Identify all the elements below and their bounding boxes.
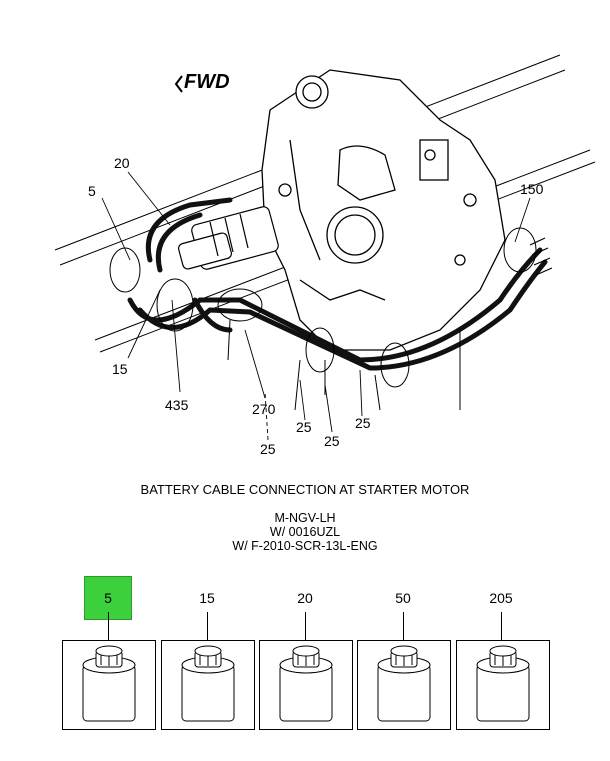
cable-terminals xyxy=(529,237,553,276)
callout-5: 5 xyxy=(88,183,96,199)
kit-box-50[interactable] xyxy=(357,640,451,730)
callout-20: 20 xyxy=(114,155,130,171)
starter-motor xyxy=(178,206,279,270)
condition-3: W/ F-2010-SCR-13L-ENG xyxy=(232,539,378,553)
fwd-indicator: FWD xyxy=(174,71,230,93)
kit-stem xyxy=(207,612,208,640)
kit-stem xyxy=(403,612,404,640)
fwd-label: FWD xyxy=(184,71,230,93)
sealant-can-icon xyxy=(476,645,530,722)
condition-2: W/ 0016UZL xyxy=(269,525,341,539)
starter-motor-diagram: FWD xyxy=(54,54,596,457)
flywheel-housing xyxy=(261,69,506,351)
callout-270: 270 xyxy=(252,401,276,417)
sealant-can-icon xyxy=(377,645,431,722)
kit-label-205[interactable]: 205 xyxy=(489,590,513,606)
kit-label-15[interactable]: 15 xyxy=(199,590,215,606)
callout-25-d: 25 xyxy=(355,415,371,431)
kit-box-5[interactable] xyxy=(62,640,156,730)
kit-box-20[interactable] xyxy=(259,640,353,730)
callout-15: 15 xyxy=(112,361,128,377)
callout-25-a: 25 xyxy=(260,441,276,457)
condition-1: M-NGV-LH xyxy=(274,511,336,525)
kit-label-50[interactable]: 50 xyxy=(395,590,411,606)
sealant-can-icon xyxy=(82,645,136,722)
kit-stem xyxy=(108,612,109,640)
sealant-can-icon xyxy=(181,645,235,722)
kit-label-20[interactable]: 20 xyxy=(297,590,313,606)
callout-435: 435 xyxy=(165,397,189,413)
callout-150: 150 xyxy=(520,181,544,197)
callout-25-b: 25 xyxy=(296,419,312,435)
kit-stem xyxy=(501,612,502,640)
diagram-caption: BATTERY CABLE CONNECTION AT STARTER MOTO… xyxy=(140,482,470,497)
callout-25-c: 25 xyxy=(324,433,340,449)
battery-cables xyxy=(127,197,548,371)
kit-box-205[interactable] xyxy=(456,640,550,730)
kit-stem xyxy=(305,612,306,640)
sealant-can-icon xyxy=(279,645,333,722)
leader-lines xyxy=(101,171,531,441)
kit-box-15[interactable] xyxy=(161,640,255,730)
